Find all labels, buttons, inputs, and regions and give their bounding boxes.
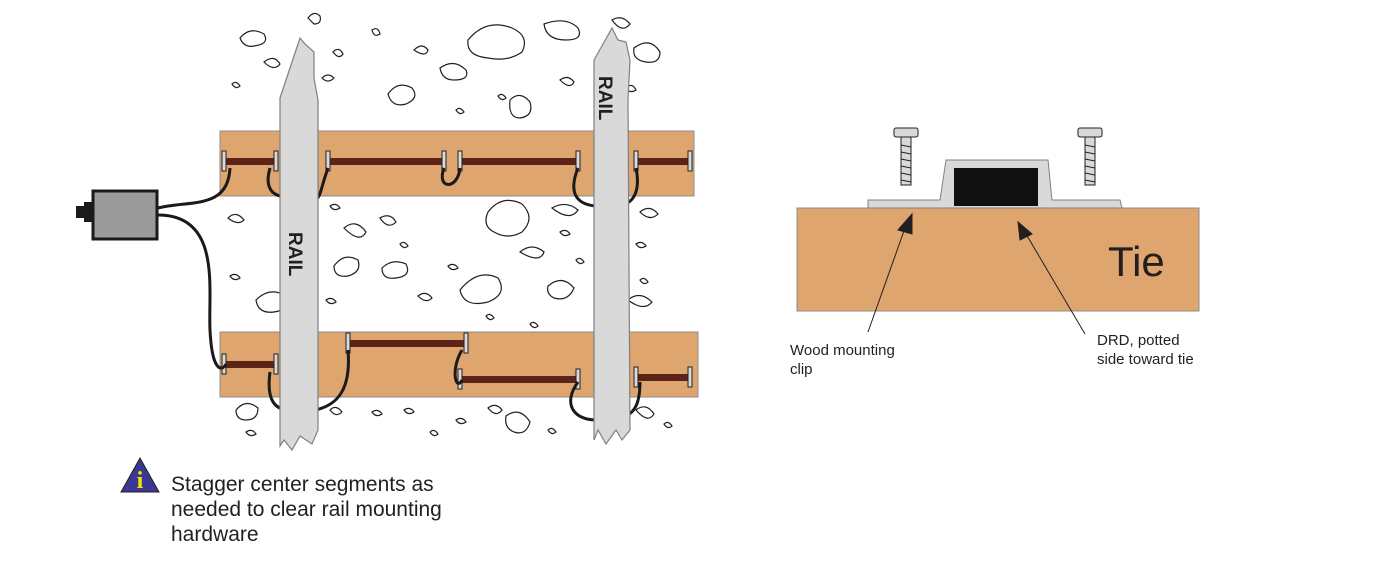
controller-box bbox=[76, 189, 159, 241]
rail-right-label: RAIL bbox=[594, 76, 615, 121]
heater-segments bbox=[221, 150, 693, 390]
ballast-stones bbox=[227, 12, 673, 437]
bolt-right bbox=[1077, 127, 1103, 186]
drd-label: DRD, potted bbox=[1097, 332, 1180, 349]
wood-clip-label: Wood mounting bbox=[790, 342, 895, 359]
callout-arrows bbox=[867, 212, 1086, 335]
drd-block bbox=[954, 168, 1038, 206]
rail-left bbox=[279, 36, 319, 452]
rail-right bbox=[593, 26, 631, 446]
info-icon: i bbox=[120, 456, 160, 494]
wood-clip-label-2: clip bbox=[790, 361, 813, 378]
tie-cross-section: Tie Wood mounting clip DRD, potted side … bbox=[790, 127, 1200, 378]
rail-left-label: RAIL bbox=[284, 232, 305, 277]
drd-label-2: side toward tie bbox=[1097, 351, 1194, 368]
tie-block bbox=[796, 207, 1200, 312]
info-icon-glyph: i bbox=[137, 468, 144, 494]
bolt-left bbox=[893, 127, 919, 186]
tie-label: Tie bbox=[1108, 238, 1165, 285]
stagger-note: Stagger center segments as needed to cle… bbox=[171, 473, 442, 546]
